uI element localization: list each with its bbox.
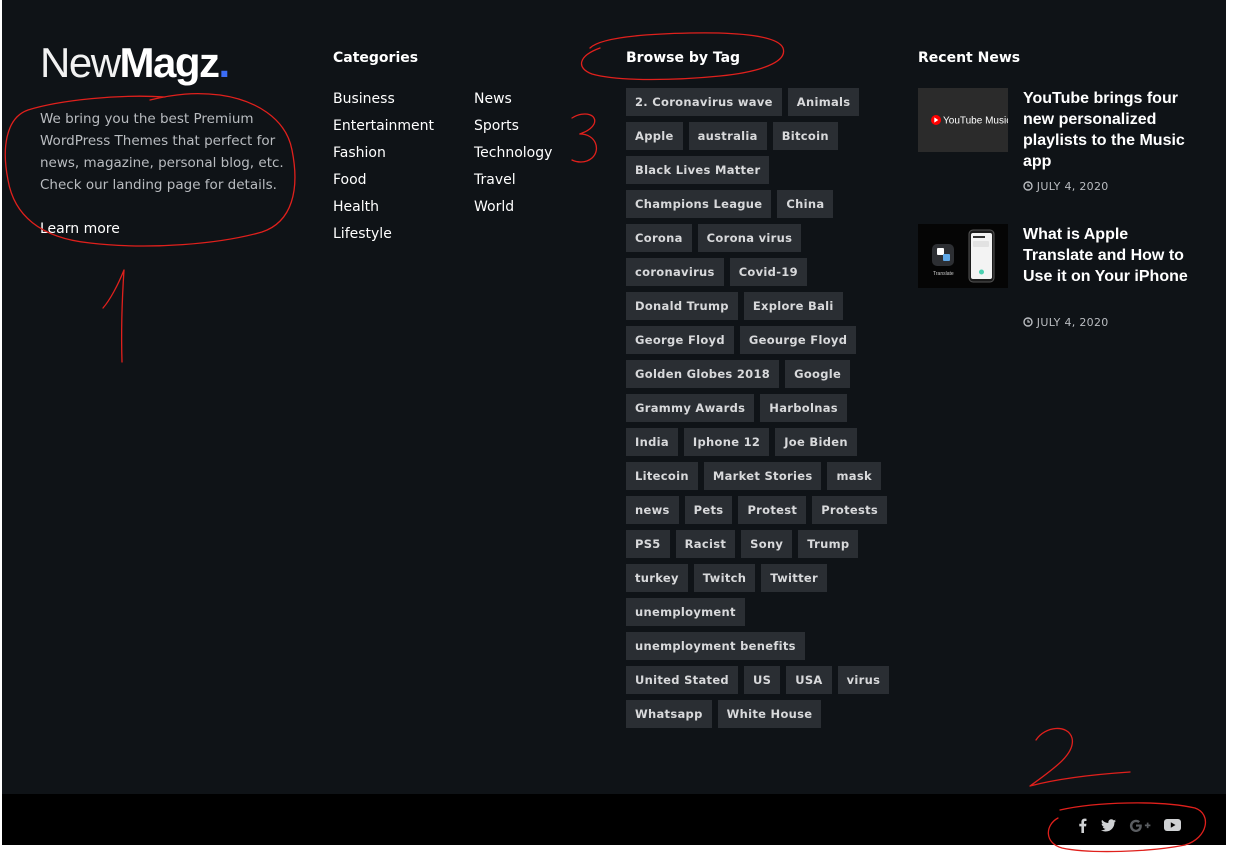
site-logo[interactable]: NewMagz. [40,38,231,88]
tag-link[interactable]: Racist [675,530,736,558]
tag-link[interactable]: coronavirus [626,258,724,286]
news-title[interactable]: YouTube brings four new personalized pla… [1023,90,1185,170]
category-link[interactable]: Technology [474,145,553,161]
tag-link[interactable]: virus [837,666,890,694]
tag-link[interactable]: Animals [787,88,860,116]
tag-link[interactable]: Iphone 12 [683,428,770,456]
category-link[interactable]: News [474,91,512,107]
tag-link[interactable]: australia [688,122,767,150]
tag-link[interactable]: United Stated [626,666,738,694]
tag-link[interactable]: Twitter [761,564,827,592]
news-item[interactable]: YouTube Music YouTube brings four new pe… [918,88,1188,198]
recent-news-heading: Recent News [918,50,1021,66]
category-link[interactable]: Business [333,91,395,107]
facebook-icon[interactable] [1071,815,1093,835]
tag-link[interactable]: Protest [738,496,807,524]
tag-link[interactable]: India [626,428,678,456]
tag-link[interactable]: Pets [684,496,733,524]
tag-link[interactable]: Explore Bali [743,292,843,320]
browse-by-tag-heading: Browse by Tag [626,50,741,66]
tag-link[interactable]: Harbolnas [760,394,847,422]
page-edge [1226,0,1233,853]
category-link[interactable]: Lifestyle [333,226,392,242]
logo-dot: . [218,39,231,86]
tag-link[interactable]: Grammy Awards [626,394,755,422]
about-text: We bring you the best Premium WordPress … [40,111,284,193]
tag-link[interactable]: mask [827,462,881,490]
tag-link[interactable]: Covid-19 [729,258,807,286]
category-link[interactable]: World [474,199,515,215]
tag-link[interactable]: China [777,190,834,218]
tag-link[interactable]: 2. Coronavirus wave [626,88,782,116]
learn-more-link[interactable]: Learn more [40,221,120,237]
category-link[interactable]: Food [333,172,367,188]
clock-icon [1023,316,1037,329]
logo-text-bold: Magz [119,39,221,86]
tag-link[interactable]: Market Stories [703,462,822,490]
news-date-text: JULY 4, 2020 [1036,316,1109,329]
tag-link[interactable]: Corona [626,224,692,252]
category-link[interactable]: Entertainment [333,118,435,134]
tag-link[interactable]: Apple [626,122,683,150]
tag-link[interactable]: Google [785,360,851,388]
tag-link[interactable]: Whatsapp [626,700,712,728]
tag-link[interactable]: Joe Biden [775,428,857,456]
category-link[interactable]: Health [333,199,379,215]
category-link[interactable]: Fashion [333,145,386,161]
tag-link[interactable]: Corona virus [697,224,802,252]
tag-link[interactable]: Sony [741,530,793,558]
news-date: JULY 4, 2020 [1023,316,1109,330]
tag-link[interactable]: Black Lives Matter [626,156,770,184]
news-date: JULY 4, 2020 [1023,180,1109,194]
tag-link[interactable]: Champions League [626,190,772,218]
logo-text-light: New [40,39,121,86]
tag-link[interactable]: turkey [626,564,688,592]
tag-link[interactable]: Donald Trump [626,292,738,320]
tag-link[interactable]: USA [786,666,832,694]
clock-icon [1023,180,1037,193]
category-link[interactable]: Travel [474,172,516,188]
footer-bottom-bar [2,794,1226,845]
news-thumbnail[interactable]: YouTube Music [918,88,1011,152]
twitter-icon[interactable] [1097,815,1119,835]
tag-link[interactable]: White House [717,700,822,728]
tag-link[interactable]: Protests [812,496,888,524]
youtube-icon[interactable] [1161,815,1183,835]
tag-link[interactable]: PS5 [626,530,670,558]
tag-link[interactable]: unemployment benefits [626,632,805,660]
tag-link[interactable]: Geourge Floyd [739,326,857,354]
tag-link[interactable]: Bitcoin [772,122,838,150]
news-item[interactable]: Translate What is Apple Translate and Ho… [918,224,1188,334]
tag-link[interactable]: Twitch [693,564,756,592]
category-link[interactable]: Sports [474,118,519,134]
tag-link[interactable]: Golden Globes 2018 [626,360,780,388]
thumb-text: Translate [933,271,954,277]
tag-link[interactable]: news [626,496,679,524]
youtube-music-logo: YouTube Music [918,88,1011,152]
thumb-text: YouTube Music [943,116,1008,127]
categories-heading: Categories [333,50,419,66]
google-plus-icon[interactable] [1129,815,1151,835]
translate-app-image: Translate [918,224,1008,288]
tag-link[interactable]: Trump [798,530,859,558]
tag-link[interactable]: US [743,666,781,694]
tag-link[interactable]: Litecoin [626,462,698,490]
news-thumbnail[interactable]: Translate [918,224,1008,288]
tag-link[interactable]: George Floyd [626,326,734,354]
tag-link[interactable]: unemployment [626,598,745,626]
news-date-text: JULY 4, 2020 [1036,180,1109,193]
news-title[interactable]: What is Apple Translate and How to Use i… [1023,226,1188,285]
